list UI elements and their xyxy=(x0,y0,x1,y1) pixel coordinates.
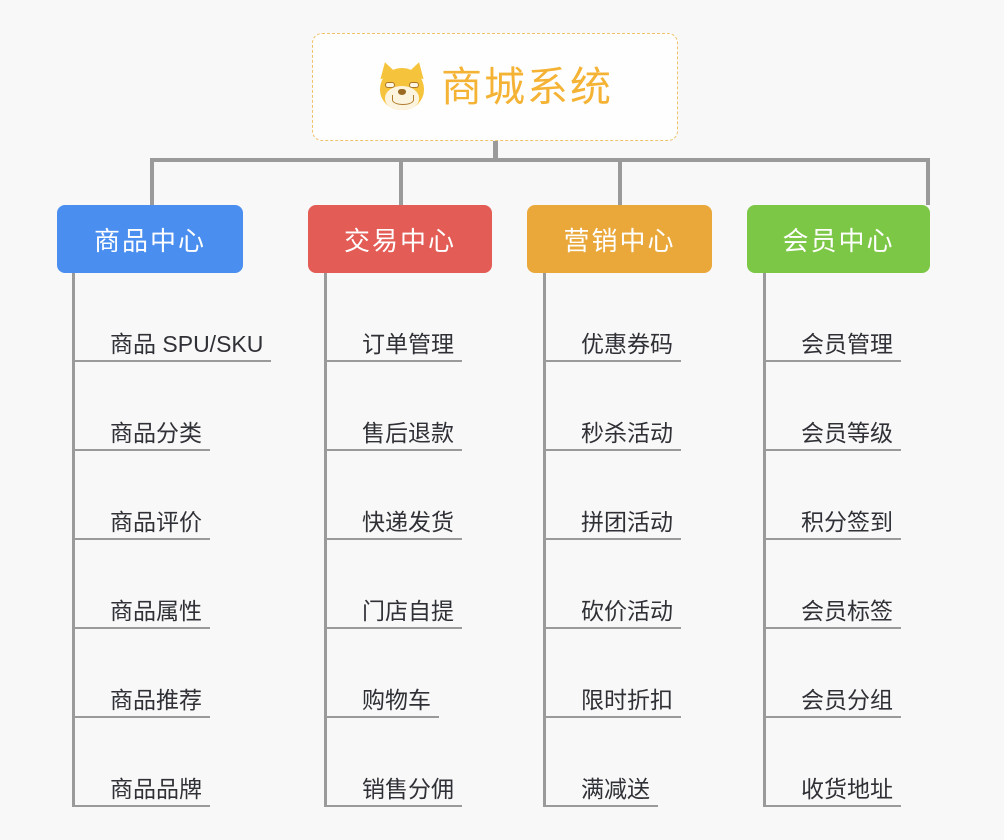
leaf-label: 优惠券码 xyxy=(581,331,673,357)
root-title: 商城系统 xyxy=(441,63,613,110)
list-item[interactable]: 会员标签 xyxy=(763,540,901,629)
leaf-label: 收货地址 xyxy=(801,776,893,802)
leaf-spine-2 xyxy=(324,273,327,807)
leaf-underline xyxy=(763,360,901,362)
leaf-underline xyxy=(543,538,681,540)
leaf-underline xyxy=(72,449,210,451)
leaf-label: 订单管理 xyxy=(362,331,454,357)
list-item[interactable]: 秒杀活动 xyxy=(543,362,681,451)
dog-nose xyxy=(398,89,406,95)
list-item[interactable]: 满减送 xyxy=(543,718,658,807)
drop-connector-2 xyxy=(399,158,403,205)
leaf-underline xyxy=(72,360,271,362)
leaf-label: 商品品牌 xyxy=(110,776,202,802)
leaf-underline xyxy=(763,538,901,540)
drop-connector-3 xyxy=(618,158,622,205)
list-item[interactable]: 优惠券码 xyxy=(543,273,681,362)
leaf-label: 拼团活动 xyxy=(581,509,673,535)
leaf-label: 限时折扣 xyxy=(581,687,673,713)
leaf-underline xyxy=(72,538,210,540)
leaf-spine-3 xyxy=(543,273,546,807)
leaf-label: 销售分佣 xyxy=(362,776,454,802)
list-item[interactable]: 会员等级 xyxy=(763,362,901,451)
list-item[interactable]: 限时折扣 xyxy=(543,629,681,718)
leaf-underline xyxy=(324,716,439,718)
category-header-4[interactable]: 会员中心 xyxy=(747,205,930,273)
shiba-dog-face-icon xyxy=(376,59,428,112)
list-item[interactable]: 积分签到 xyxy=(763,451,901,540)
list-item[interactable]: 会员分组 xyxy=(763,629,901,718)
leaf-underline xyxy=(763,805,901,807)
leaf-underline xyxy=(543,805,658,807)
root-stem-connector xyxy=(493,141,498,162)
leaf-label: 售后退款 xyxy=(362,420,454,446)
root-node[interactable]: 商城系统 xyxy=(312,33,678,141)
leaf-underline xyxy=(324,449,462,451)
leaf-label: 快递发货 xyxy=(362,509,454,535)
category-header-2[interactable]: 交易中心 xyxy=(308,205,492,273)
list-item[interactable]: 快递发货 xyxy=(324,451,462,540)
leaf-label: 商品属性 xyxy=(110,598,202,624)
dog-mouth xyxy=(392,95,414,105)
leaf-label: 商品分类 xyxy=(110,420,202,446)
leaf-label: 购物车 xyxy=(362,687,431,713)
list-item[interactable]: 收货地址 xyxy=(763,718,901,807)
leaf-underline xyxy=(763,716,901,718)
leaf-underline xyxy=(324,538,462,540)
leaf-underline xyxy=(324,627,462,629)
leaf-label: 商品评价 xyxy=(110,509,202,535)
dog-eye-right xyxy=(409,82,419,88)
list-item[interactable]: 会员管理 xyxy=(763,273,901,362)
category-header-3[interactable]: 营销中心 xyxy=(527,205,712,273)
category-label-1: 商品中心 xyxy=(93,225,206,256)
drop-connector-4 xyxy=(926,158,930,205)
list-item[interactable]: 商品分类 xyxy=(72,362,210,451)
list-item[interactable]: 砍价活动 xyxy=(543,540,681,629)
list-item[interactable]: 拼团活动 xyxy=(543,451,681,540)
leaf-label: 砍价活动 xyxy=(581,598,673,624)
leaf-label: 秒杀活动 xyxy=(581,420,673,446)
leaf-label: 会员标签 xyxy=(801,598,893,624)
leaf-spine-1 xyxy=(72,273,75,807)
leaf-underline xyxy=(543,627,681,629)
leaf-label: 满减送 xyxy=(581,776,650,802)
list-item[interactable]: 商品品牌 xyxy=(72,718,210,807)
category-label-4: 会员中心 xyxy=(782,225,895,256)
list-item[interactable]: 商品评价 xyxy=(72,451,210,540)
list-item[interactable]: 订单管理 xyxy=(324,273,462,362)
list-item[interactable]: 售后退款 xyxy=(324,362,462,451)
leaf-underline xyxy=(543,449,681,451)
leaf-underline xyxy=(763,449,901,451)
leaf-underline xyxy=(763,627,901,629)
leaf-underline xyxy=(72,627,210,629)
leaf-label: 门店自提 xyxy=(362,598,454,624)
leaf-underline xyxy=(324,360,462,362)
leaf-label: 会员管理 xyxy=(801,331,893,357)
leaf-label: 会员等级 xyxy=(801,420,893,446)
horizontal-bus-connector xyxy=(150,158,930,162)
category-label-2: 交易中心 xyxy=(343,225,456,256)
list-item[interactable]: 销售分佣 xyxy=(324,718,462,807)
leaf-label: 积分签到 xyxy=(801,509,893,535)
list-item[interactable]: 商品属性 xyxy=(72,540,210,629)
leaf-underline xyxy=(543,716,681,718)
leaf-label: 会员分组 xyxy=(801,687,893,713)
leaf-underline xyxy=(72,716,210,718)
leaf-underline xyxy=(543,360,681,362)
leaf-label: 商品推荐 xyxy=(110,687,202,713)
list-item[interactable]: 商品 SPU/SKU xyxy=(72,273,271,362)
leaf-underline xyxy=(324,805,462,807)
list-item[interactable]: 购物车 xyxy=(324,629,439,718)
list-item[interactable]: 门店自提 xyxy=(324,540,462,629)
list-item[interactable]: 商品推荐 xyxy=(72,629,210,718)
dog-eye-left xyxy=(385,82,395,88)
leaf-spine-4 xyxy=(763,273,766,807)
leaf-underline xyxy=(72,805,210,807)
category-label-3: 营销中心 xyxy=(563,225,676,256)
drop-connector-1 xyxy=(150,158,154,205)
category-header-1[interactable]: 商品中心 xyxy=(57,205,243,273)
leaf-label: 商品 SPU/SKU xyxy=(110,331,264,357)
